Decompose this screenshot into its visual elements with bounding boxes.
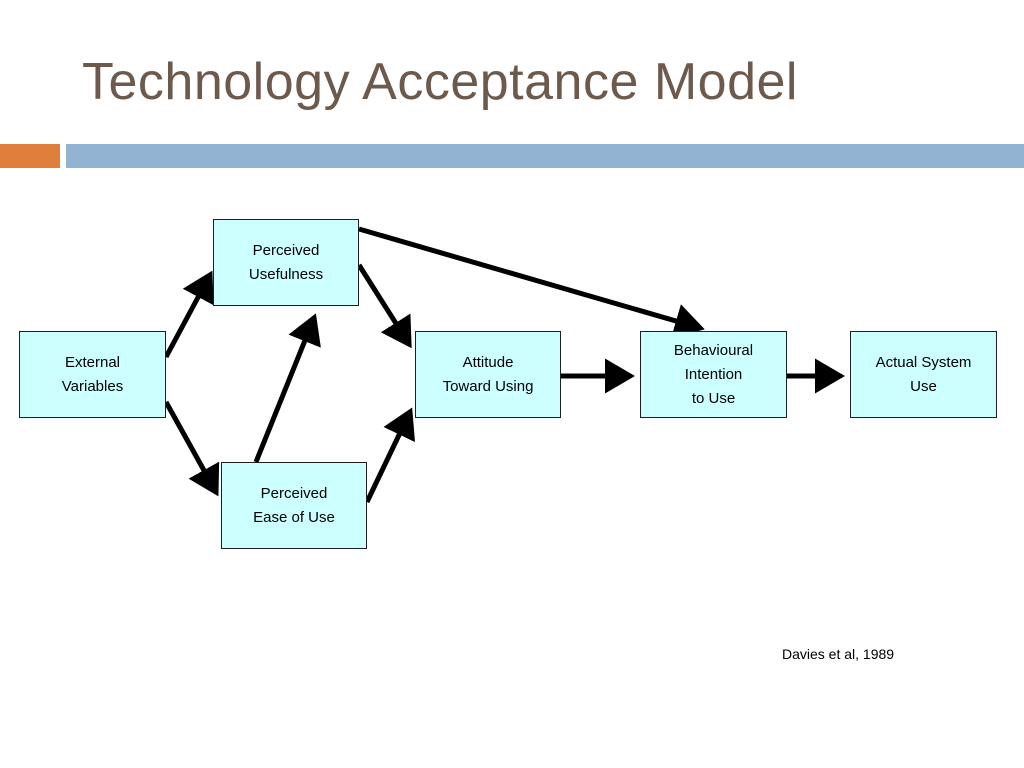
node-perceived-ease-of-use: Perceived Ease of Use	[221, 462, 367, 549]
slide-title: Technology Acceptance Model	[82, 53, 798, 111]
citation: Davies et al, 1989	[782, 646, 895, 662]
arrow-peu-to-pu	[253, 313, 321, 463]
arrow-pu-to-at	[356, 263, 412, 349]
node-attitude-toward-using: Attitude Toward Using	[415, 331, 561, 418]
arrow-pu-to-bi	[358, 226, 705, 338]
arrow-peu-to-at	[364, 407, 416, 504]
arrow-ev-to-pu	[163, 270, 214, 359]
node-perceived-usefulness: Perceived Usefulness	[213, 219, 359, 306]
arrow-ev-to-peu	[163, 400, 220, 497]
node-external-variables: External Variables	[19, 331, 166, 418]
accent-bar-orange	[0, 144, 60, 168]
node-actual-system-use: Actual System Use	[850, 331, 997, 418]
accent-bar-blue	[66, 144, 1024, 168]
node-behavioural-intention: Behavioural Intention to Use	[640, 331, 787, 418]
